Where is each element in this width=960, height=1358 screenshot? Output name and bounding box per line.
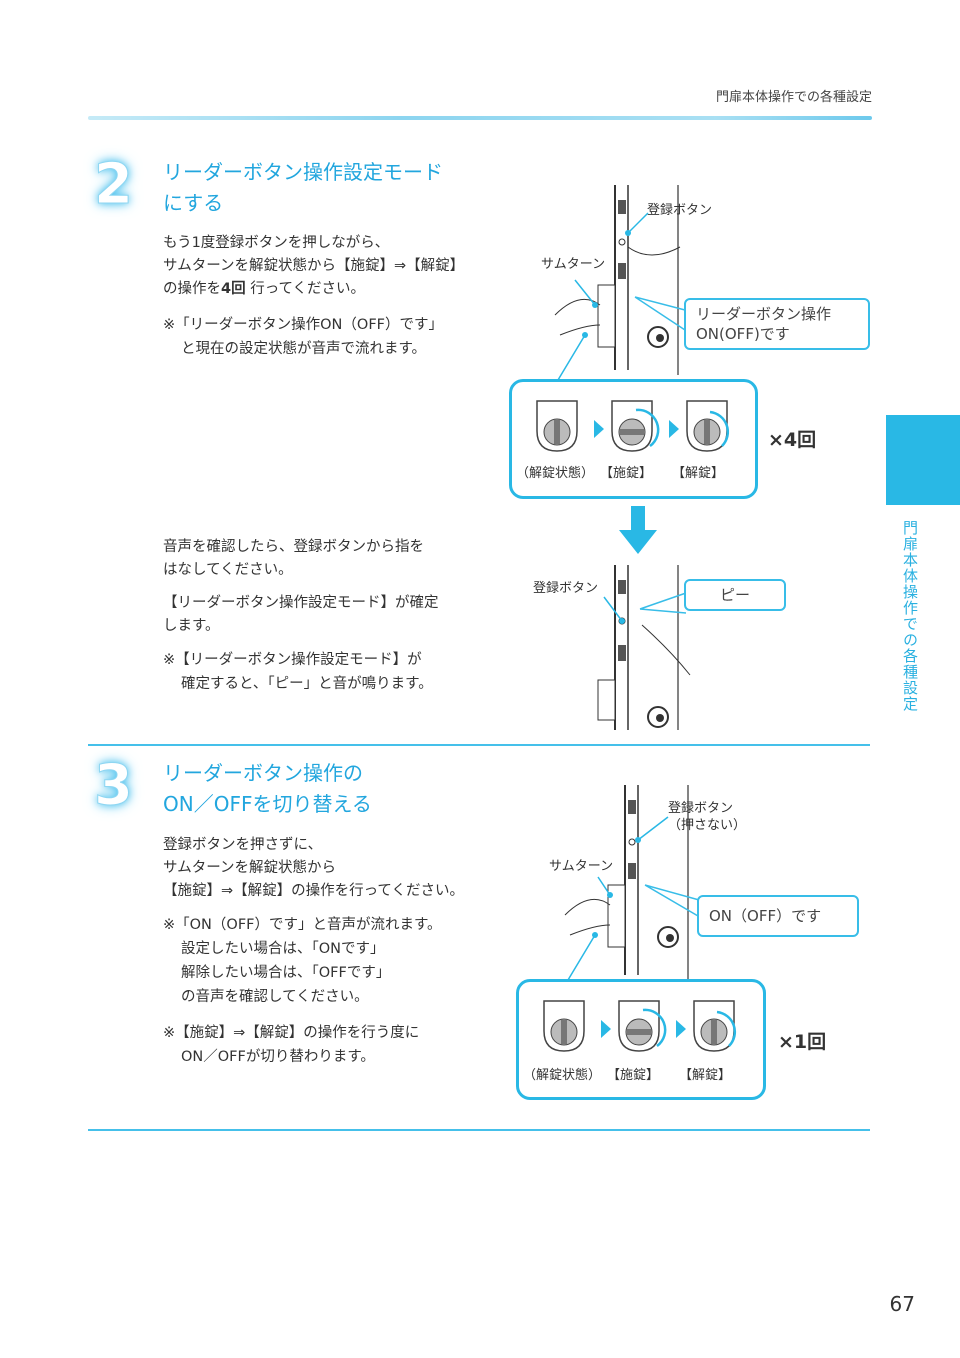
voice-bubble: リーダーボタン操作 ON(OFF)です [684, 298, 870, 350]
note: ※「リーダーボタン操作ON（OFF）です」 と現在の設定状態が音声で流れます。 [163, 313, 521, 361]
header-divider [88, 116, 872, 120]
thumbturn-unlocked-icon [693, 1000, 737, 1052]
beep-bubble: ピー [684, 579, 786, 611]
note: ※「ON（OFF）です」と音声が流れます。 設定したい場合は、「ONです」 解除… [163, 913, 521, 1009]
thumbturn-unlocked-icon [686, 400, 730, 452]
thumbturn-label: サムターン [541, 257, 606, 272]
section-header: 門扉本体操作での各種設定 [715, 90, 872, 105]
thumbturn-unlocked-icon [536, 400, 578, 452]
text-line: します。 [163, 618, 220, 634]
emphasis: 4回 [221, 281, 246, 297]
text-line: 確定すると、「ピー」と音が鳴ります。 [181, 676, 433, 692]
label-line: 登録ボタン [668, 801, 734, 816]
text: の操作を [163, 281, 221, 297]
state-label-unlocked: （解錠状態） [516, 466, 595, 481]
step-title: リーダーボタン操作の ON／OFFを切り替える [163, 758, 372, 820]
text-line: の操作を4回 行ってください。 [163, 278, 464, 301]
bubble-line: ON(OFF)です [696, 325, 790, 343]
page-number: 67 [889, 1292, 915, 1316]
paragraph: 音声を確認したら、登録ボタンから指を はなしてください。 [163, 536, 424, 582]
text-line: 設定したい場合は、「ONです」 [181, 941, 385, 957]
thumbturn-sequence-icons [543, 1000, 737, 1052]
text-line: ※「ON（OFF）です」と音声が流れます。 [163, 917, 442, 933]
arrow-right-icon [601, 1020, 611, 1038]
thumbturn-locked-icon [611, 400, 660, 452]
side-tab [886, 415, 960, 505]
text-line: ※【リーダーボタン操作設定モード】が [163, 652, 422, 668]
step-number: 3 [94, 753, 134, 819]
thumbturn-sequence-box: （解錠状態） 【施錠】 【解錠】 [516, 979, 766, 1100]
step-instructions: もう1度登録ボタンを押しながら、 サムターンを解錠状態から【施錠】⇒【解錠】 の… [163, 232, 464, 301]
note: ※【リーダーボタン操作設定モード】が 確定すると、「ピー」と音が鳴ります。 [163, 648, 521, 696]
state-label-lock: 【施錠】 [607, 1068, 660, 1083]
text-line: ※【施錠】⇒【解錠】の操作を行う度に [163, 1025, 420, 1041]
arrow-right-icon [669, 420, 679, 438]
state-label-unlock: 【解錠】 [679, 1068, 732, 1083]
state-label-unlocked: （解錠状態） [523, 1068, 602, 1083]
text-line: もう1度登録ボタンを押しながら、 [163, 235, 390, 251]
door-lock-illustration [564, 785, 711, 981]
text-line: ON／OFFが切り替わります。 [181, 1049, 375, 1065]
thumbturn-sequence-box: （解錠状態） 【施錠】 【解錠】 [509, 379, 758, 499]
text-line: 解除したい場合は、「OFFです」 [181, 965, 391, 981]
thumbturn-label: サムターン [549, 859, 614, 874]
thumbturn-sequence-icons [536, 400, 730, 452]
step-title-line: にする [163, 191, 224, 215]
paragraph: 【リーダーボタン操作設定モード】が確定 します。 [163, 592, 439, 638]
state-label-lock: 【施錠】 [600, 466, 653, 481]
section-divider [88, 1129, 870, 1131]
section-divider [88, 744, 870, 746]
text-line: と現在の設定状態が音声で流れます。 [181, 341, 427, 357]
text-line: 登録ボタンを押さずに、 [163, 837, 323, 853]
door-button-illustration [597, 565, 691, 730]
state-label-unlock: 【解錠】 [672, 466, 725, 481]
text-line: はなしてください。 [163, 562, 293, 578]
step-title-line: リーダーボタン操作の [163, 761, 363, 785]
door-lock-illustration [554, 185, 686, 380]
label-line: （押さない） [668, 818, 747, 833]
text-line: 【施錠】⇒【解錠】の操作を行ってください。 [163, 883, 464, 899]
text-line: ※「リーダーボタン操作ON（OFF）です」 [163, 317, 444, 333]
text-line: サムターンを解錠状態から【施錠】⇒【解錠】 [163, 258, 465, 274]
text-line: 音声を確認したら、登録ボタンから指を [163, 539, 424, 555]
register-button-label: 登録ボタン [533, 581, 599, 596]
text-line: の音声を確認してください。 [181, 989, 369, 1005]
step-title: リーダーボタン操作設定モード にする [163, 157, 443, 219]
step-instructions: 登録ボタンを押さずに、 サムターンを解錠状態から 【施錠】⇒【解錠】の操作を行っ… [163, 834, 464, 903]
step-number: 2 [94, 152, 134, 218]
text: 行ってください。 [245, 281, 366, 297]
arrow-right-icon [676, 1020, 686, 1038]
arrow-right-icon [594, 420, 604, 438]
step-title-line: リーダーボタン操作設定モード [163, 160, 443, 184]
arrow-down-icon [619, 506, 657, 554]
register-button-label: 登録ボタン （押さない） [668, 800, 746, 834]
register-button-label: 登録ボタン [647, 203, 713, 218]
step-title-line: ON／OFFを切り替える [163, 792, 372, 816]
text-line: 【リーダーボタン操作設定モード】が確定 [163, 595, 439, 611]
repeat-count: ×1回 [778, 1031, 827, 1053]
note: ※【施錠】⇒【解錠】の操作を行う度に ON／OFFが切り替わります。 [163, 1021, 521, 1069]
thumbturn-locked-icon [618, 1000, 667, 1052]
repeat-count: ×4回 [768, 429, 817, 451]
thumbturn-unlocked-icon [543, 1000, 585, 1052]
voice-bubble: ON（OFF）です [697, 895, 859, 937]
side-tab-label: 門扉本体操作での各種設定 [901, 520, 919, 712]
text-line: サムターンを解錠状態から [163, 860, 336, 876]
bubble-line: リーダーボタン操作 [696, 305, 832, 323]
